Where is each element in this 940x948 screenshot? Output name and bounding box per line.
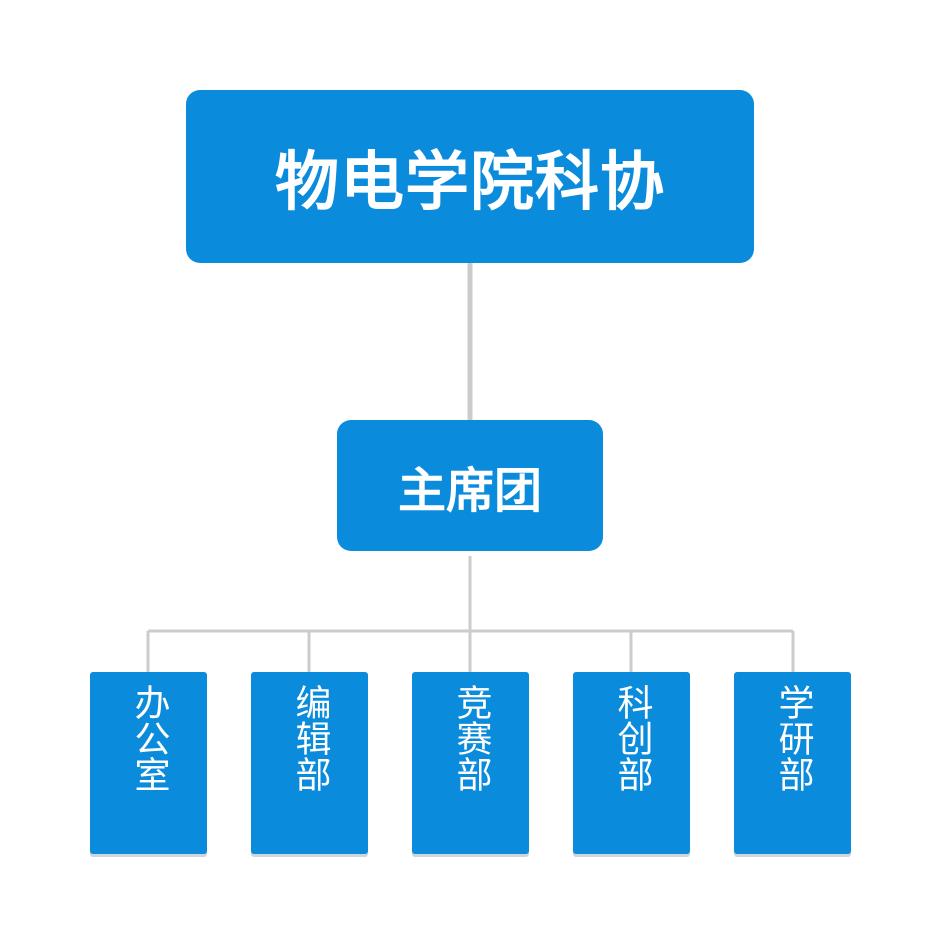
root-node-label: 物电学院科协 xyxy=(275,145,665,220)
department-label: 竞赛部 xyxy=(450,684,492,792)
department-node-innovation[interactable]: 科创部 xyxy=(573,672,690,854)
root-node[interactable]: 物电学院科协 xyxy=(186,90,754,263)
presidium-node-label: 主席团 xyxy=(397,462,542,519)
department-node-competition[interactable]: 竞赛部 xyxy=(412,672,529,854)
department-node-academic[interactable]: 学研部 xyxy=(734,672,851,854)
department-label: 科创部 xyxy=(611,684,653,792)
department-label: 办公室 xyxy=(128,684,170,792)
presidium-node[interactable]: 主席团 xyxy=(337,420,603,551)
department-label: 学研部 xyxy=(772,684,814,792)
department-node-editorial[interactable]: 编辑部 xyxy=(251,672,368,854)
department-label: 编辑部 xyxy=(289,684,331,792)
department-node-office[interactable]: 办公室 xyxy=(90,672,207,854)
